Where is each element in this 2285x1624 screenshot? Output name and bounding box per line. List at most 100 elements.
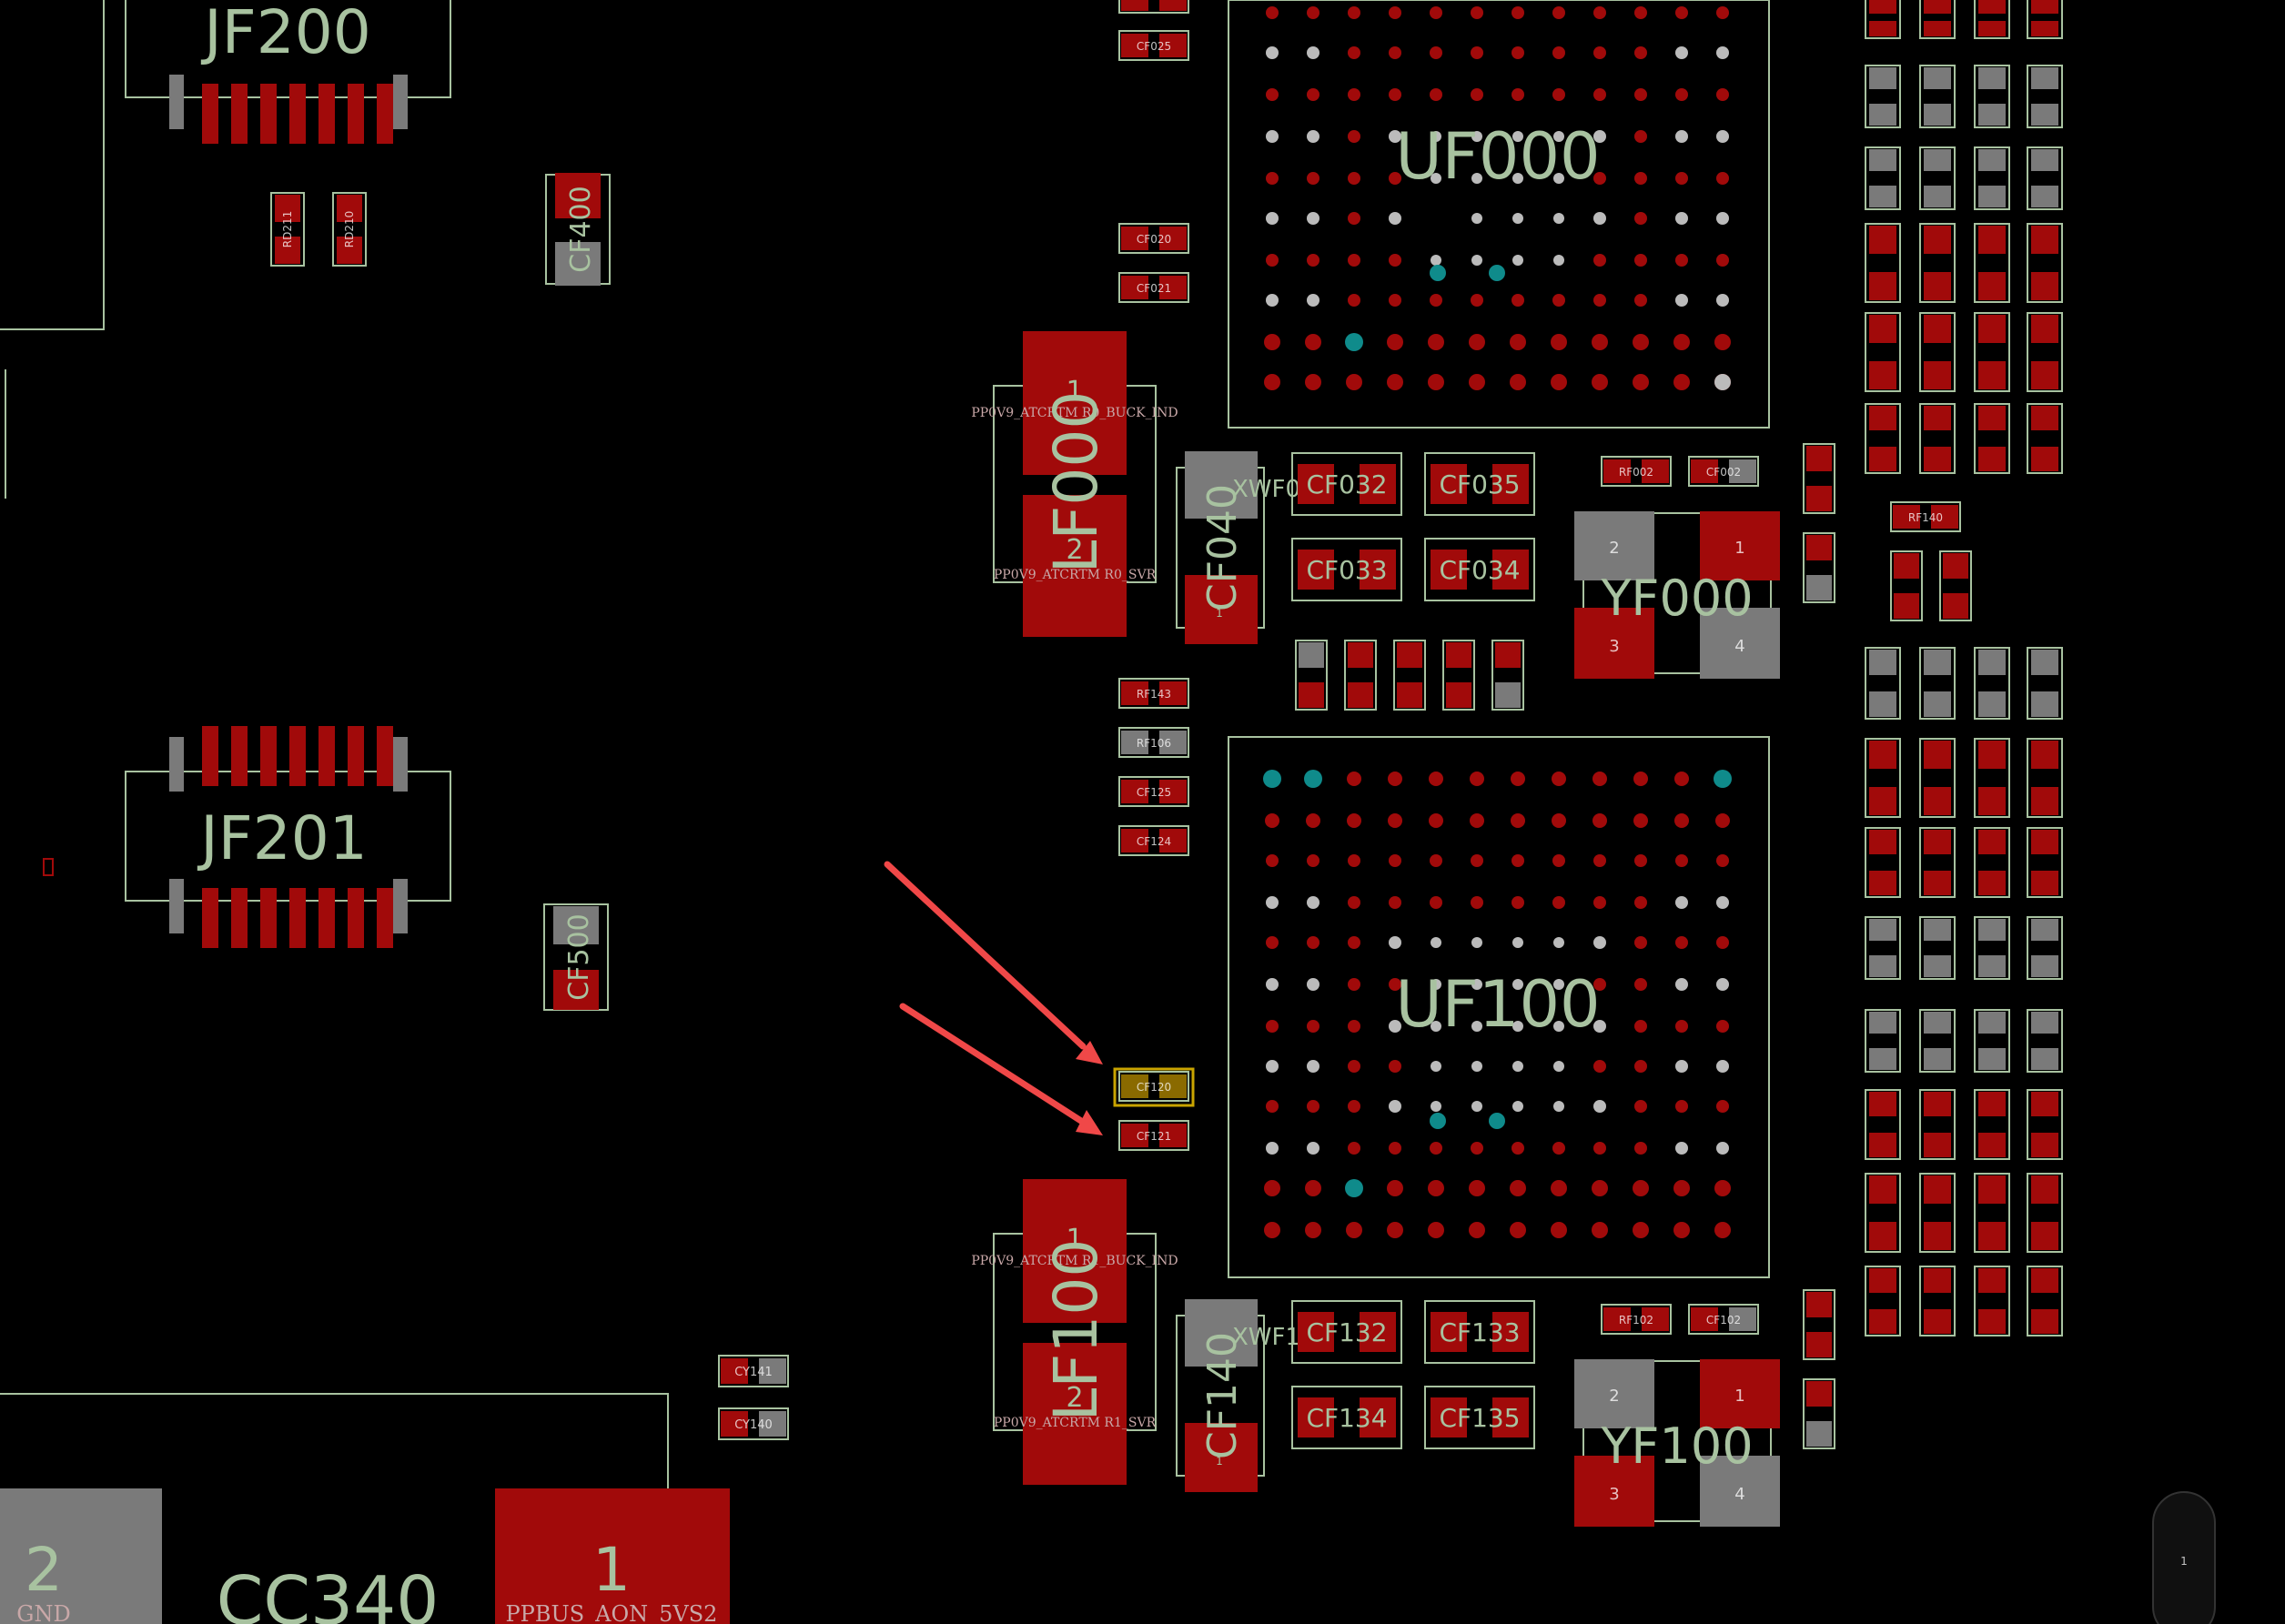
right-grid-part[interactable] xyxy=(2027,223,2063,303)
right-grid-part[interactable] xyxy=(1974,223,2010,303)
right-grid-part[interactable] xyxy=(1919,647,1956,720)
vertical-part[interactable] xyxy=(1803,532,1835,603)
right-grid-part[interactable] xyxy=(1865,647,1901,720)
part-cf025[interactable]: CF025 xyxy=(1118,30,1189,61)
connector-jf200[interactable]: JF200 xyxy=(125,0,451,144)
capacitor-cf034[interactable]: CF034 xyxy=(1424,538,1535,601)
right-grid-part[interactable] xyxy=(2027,916,2063,980)
right-grid-part[interactable] xyxy=(2027,146,2063,210)
right-grid-part[interactable] xyxy=(1865,827,1901,898)
resistor-row-item[interactable] xyxy=(1295,640,1328,711)
right-grid-part[interactable] xyxy=(1919,0,1956,39)
inductor-lf100[interactable]: 1 PP0V9_ATCRTM R1_BUCK_IND 2 PP0V9_ATCRT… xyxy=(971,1179,1178,1485)
bga-uf100[interactable]: UF100 xyxy=(1228,736,1770,1278)
right-grid-part[interactable] xyxy=(2027,312,2063,392)
right-grid-part[interactable] xyxy=(1974,312,2010,392)
right-grid-part[interactable] xyxy=(2027,647,2063,720)
part-cf102[interactable]: CF102 xyxy=(1688,1304,1759,1335)
right-grid-part[interactable] xyxy=(1865,312,1901,392)
right-grid-part[interactable] xyxy=(1865,403,1901,474)
vertical-part[interactable] xyxy=(1803,1378,1835,1449)
resistor-row-item[interactable] xyxy=(1442,640,1475,711)
right-grid-part[interactable] xyxy=(1919,1173,1956,1253)
right-grid-part[interactable] xyxy=(1974,738,2010,818)
oval-pad[interactable]: 1 xyxy=(2152,1491,2216,1624)
right-grid-part[interactable] xyxy=(1865,1266,1901,1337)
right-grid-part[interactable] xyxy=(1865,1009,1901,1073)
right-grid-part[interactable] xyxy=(1919,827,1956,898)
right-grid-part[interactable] xyxy=(1919,738,1956,818)
capacitor-cf033[interactable]: CF033 xyxy=(1291,538,1402,601)
part-cf025-top[interactable] xyxy=(1118,0,1189,14)
vertical-part[interactable] xyxy=(1803,443,1835,514)
resistor-row-item[interactable] xyxy=(1393,640,1426,711)
part-rf143[interactable]: RF143 xyxy=(1118,678,1189,709)
capacitor-cf400[interactable]: CF400 xyxy=(545,173,611,286)
right-grid-part[interactable] xyxy=(2027,0,2063,39)
capacitor-cf140[interactable]: 1 CF140 XWF1 xyxy=(1176,1299,1300,1492)
capacitor-cy140[interactable]: CY140 xyxy=(718,1407,789,1440)
right-grid-part[interactable] xyxy=(1865,65,1901,128)
right-grid-part[interactable] xyxy=(1974,1009,2010,1073)
capacitor-cf135[interactable]: CF135 xyxy=(1424,1386,1535,1449)
inductor-lf000[interactable]: 1 PP0V9_ATCRTM R0_BUCK_IND 2 PP0V9_ATCRT… xyxy=(971,331,1178,637)
right-grid-part[interactable] xyxy=(1974,827,2010,898)
component-cc340[interactable]: 2 GND 1 PPBUS_AON_5VS2 CC340 xyxy=(0,1393,730,1624)
capacitor-cy141[interactable]: CY141 xyxy=(718,1355,789,1387)
crystal-yf100[interactable]: 2 1 3 4 YF100 xyxy=(1574,1359,1780,1527)
right-grid-part[interactable] xyxy=(2027,1089,2063,1160)
capacitor-cf500[interactable]: CF500 xyxy=(543,903,609,1011)
part-cf020[interactable]: CF020 xyxy=(1118,223,1189,254)
right-grid-part[interactable] xyxy=(1974,65,2010,128)
part-rf002[interactable]: RF002 xyxy=(1601,456,1672,487)
right-grid-part[interactable] xyxy=(1974,1266,2010,1337)
right-grid-part[interactable] xyxy=(1974,146,2010,210)
connector-jf201[interactable]: JF201 xyxy=(125,726,451,948)
bga-uf000[interactable]: UF000 xyxy=(1228,0,1770,429)
right-grid-part[interactable] xyxy=(2027,738,2063,818)
part-cf120[interactable]: CF120 xyxy=(1118,1071,1189,1102)
vertical-part[interactable] xyxy=(1803,1289,1835,1360)
resistor-rd211[interactable]: RD211 xyxy=(270,192,305,267)
right-grid-part[interactable] xyxy=(1919,223,1956,303)
resistor-row-item[interactable] xyxy=(1344,640,1377,711)
right-grid-part[interactable] xyxy=(1865,1089,1901,1160)
right-grid-part[interactable] xyxy=(1919,146,1956,210)
part-cf124[interactable]: CF124 xyxy=(1118,825,1189,856)
right-grid-part[interactable] xyxy=(1919,65,1956,128)
part-cf125[interactable]: CF125 xyxy=(1118,776,1189,807)
right-grid-part[interactable] xyxy=(1919,1009,1956,1073)
part-cf121[interactable]: CF121 xyxy=(1118,1120,1189,1151)
resistor-rd210[interactable]: RD210 xyxy=(332,192,367,267)
right-grid-part[interactable] xyxy=(1974,1089,2010,1160)
right-grid-part[interactable] xyxy=(1865,0,1901,39)
right-grid-part[interactable] xyxy=(2027,1173,2063,1253)
right-grid-part[interactable] xyxy=(1865,1173,1901,1253)
part-rf140[interactable]: RF140 xyxy=(1890,501,1961,532)
vertical-part[interactable] xyxy=(1939,550,1972,621)
vertical-part[interactable] xyxy=(1890,550,1923,621)
part-cf021[interactable]: CF021 xyxy=(1118,272,1189,303)
capacitor-cf133[interactable]: CF133 xyxy=(1424,1300,1535,1364)
capacitor-cf134[interactable]: CF134 xyxy=(1291,1386,1402,1449)
right-grid-part[interactable] xyxy=(1919,916,1956,980)
right-grid-part[interactable] xyxy=(2027,1009,2063,1073)
capacitor-cf132[interactable]: CF132 xyxy=(1291,1300,1402,1364)
capacitor-cf040[interactable]: 1 CF040 XWF0 xyxy=(1176,451,1300,644)
right-grid-part[interactable] xyxy=(1974,647,2010,720)
part-rf106[interactable]: RF106 xyxy=(1118,727,1189,758)
right-grid-part[interactable] xyxy=(2027,65,2063,128)
capacitor-cf032[interactable]: CF032 xyxy=(1291,452,1402,516)
right-grid-part[interactable] xyxy=(1919,1266,1956,1337)
resistor-row-item[interactable] xyxy=(1491,640,1524,711)
right-grid-part[interactable] xyxy=(2027,827,2063,898)
part-rf102[interactable]: RF102 xyxy=(1601,1304,1672,1335)
capacitor-cf035[interactable]: CF035 xyxy=(1424,452,1535,516)
right-grid-part[interactable] xyxy=(2027,1266,2063,1337)
part-cf002[interactable]: CF002 xyxy=(1688,456,1759,487)
right-grid-part[interactable] xyxy=(1865,738,1901,818)
right-grid-part[interactable] xyxy=(1919,312,1956,392)
right-grid-part[interactable] xyxy=(1919,403,1956,474)
right-grid-part[interactable] xyxy=(1974,403,2010,474)
right-grid-part[interactable] xyxy=(1865,146,1901,210)
